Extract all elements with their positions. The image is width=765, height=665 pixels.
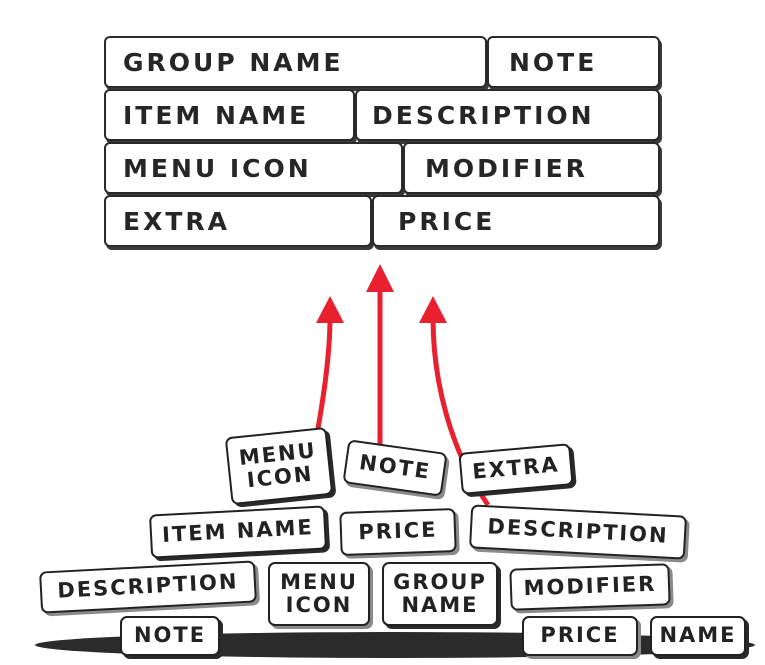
pile-tag-menu-icon-middle: MENU ICON: [268, 562, 370, 626]
cell-modifier: MODIFIER: [403, 142, 660, 194]
menu-structure-grid: GROUP NAME NOTE ITEM NAME DESCRIPTION ME…: [104, 36, 660, 248]
cell-description: DESCRIPTION: [355, 89, 660, 141]
pile-tag-price-front: PRICE: [522, 616, 638, 656]
cell-extra: EXTRA: [104, 195, 372, 247]
pile-tag-item-name: ITEM NAME: [148, 505, 328, 559]
pile-tag-price-back: PRICE: [339, 507, 457, 557]
pile-tag-group-name: GROUP NAME: [382, 562, 498, 626]
arrow-center-head: [366, 264, 394, 292]
arrow-left-head: [316, 296, 344, 323]
cell-price: PRICE: [372, 195, 660, 247]
pile-tag-note-bottom: NOTE: [120, 616, 220, 656]
cell-menu-icon: MENU ICON: [104, 142, 403, 194]
cell-item-name: ITEM NAME: [104, 89, 355, 141]
pile-tag-modifier: MODIFIER: [509, 563, 671, 611]
cell-note: NOTE: [487, 36, 660, 88]
pile-tag-name: NAME: [650, 616, 746, 656]
arrow-right-head: [419, 296, 447, 323]
pile-tag-menu-icon-top: MENU ICON: [224, 426, 334, 506]
cell-group-name: GROUP NAME: [104, 36, 487, 88]
